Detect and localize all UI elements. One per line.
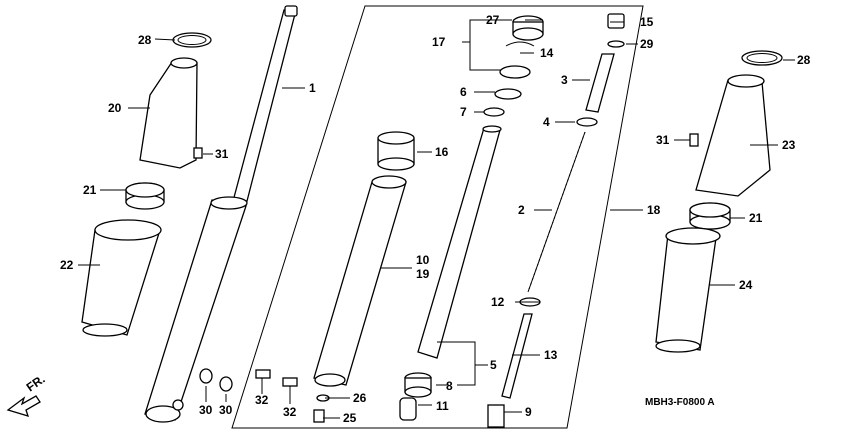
label-18: 18	[647, 203, 661, 217]
label-21-left: 21	[83, 183, 97, 197]
label-21-right: 21	[749, 211, 763, 225]
upper-cover-left	[139, 58, 198, 169]
label-4: 4	[543, 115, 550, 129]
washer-4	[576, 117, 598, 127]
diagram-code: MBH3-F0800 A	[645, 397, 715, 408]
leader-lines	[78, 19, 795, 419]
label-23: 23	[782, 138, 796, 152]
spacer-3	[585, 53, 615, 113]
spring-9	[487, 404, 505, 428]
label-30-b: 30	[219, 403, 233, 417]
label-10: 10	[416, 253, 430, 267]
washer-6	[494, 88, 522, 100]
bolt-15	[607, 13, 625, 29]
label-9: 9	[525, 405, 532, 419]
label-31-right: 31	[656, 133, 670, 147]
label-13: 13	[544, 348, 558, 362]
fork-tube-left	[231, 9, 297, 206]
bolt-32b	[282, 377, 298, 387]
damper-rod-13	[501, 313, 533, 399]
bolt-right	[689, 133, 699, 147]
label-24: 24	[739, 278, 753, 292]
inner-tube	[417, 127, 501, 359]
lower-cover-right	[655, 233, 717, 351]
label-25: 25	[343, 411, 357, 425]
label-22: 22	[60, 258, 74, 272]
label-14: 14	[540, 46, 554, 60]
clip-14	[505, 41, 535, 47]
label-12: 12	[491, 295, 505, 309]
label-1: 1	[309, 81, 316, 95]
label-7: 7	[460, 105, 467, 119]
piece-11	[399, 397, 417, 421]
label-27: 27	[486, 13, 500, 27]
label-20: 20	[108, 101, 122, 115]
label-2: 2	[518, 203, 525, 217]
seal-17	[499, 65, 531, 79]
label-32-b: 32	[283, 405, 297, 419]
slider-10-19	[313, 181, 407, 386]
label-17: 17	[432, 35, 446, 49]
label-29: 29	[640, 37, 654, 51]
cap-30b	[219, 376, 233, 392]
label-32-a: 32	[255, 393, 269, 407]
label-3: 3	[561, 73, 568, 87]
label-5: 5	[490, 358, 497, 372]
bolt-32a	[255, 369, 271, 379]
direction-label: FR.	[24, 372, 48, 395]
oring-29	[607, 40, 625, 48]
label-6: 6	[460, 85, 467, 99]
upper-cover-right	[695, 79, 771, 197]
label-16: 16	[435, 145, 449, 159]
label-26: 26	[353, 391, 367, 405]
bolt-25	[313, 409, 325, 423]
label-28-right: 28	[797, 53, 811, 67]
lower-cover-left	[81, 229, 161, 336]
label-19: 19	[416, 267, 430, 281]
direction-arrow-icon	[6, 395, 41, 417]
label-28-left: 28	[138, 33, 152, 47]
label-11: 11	[436, 399, 449, 413]
bolt-left	[193, 147, 203, 159]
label-8: 8	[446, 379, 453, 393]
subassembly-frame	[231, 5, 644, 429]
label-30-a: 30	[199, 403, 213, 417]
washer-7	[483, 107, 505, 117]
cap-30a	[199, 368, 213, 384]
label-31-left: 31	[215, 147, 229, 161]
label-15: 15	[640, 15, 654, 29]
